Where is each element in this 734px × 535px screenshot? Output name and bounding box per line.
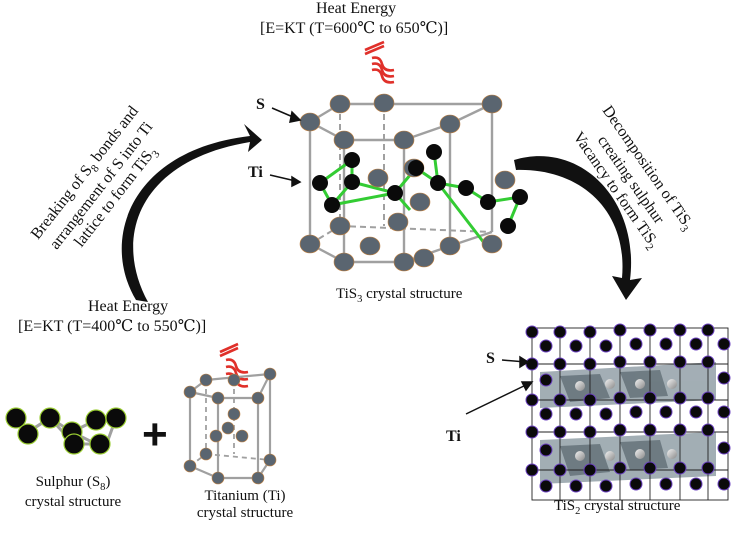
bottom-heat-formula: [E=KT (T=400℃ to 550℃)] [18,318,207,335]
top-heat-title: Heat Energy [316,0,397,17]
tis3-crystal [269,93,528,272]
sulphur-s8-structure [5,407,127,455]
sulphur-caption: Sulphur (S8) crystal structure [24,474,122,511]
heat-icon-top [364,40,395,84]
tis3-ti-label: Ti [248,164,263,181]
tis2-crystal [465,323,731,501]
bottom-heat-title: Heat Energy [88,298,169,315]
tis2-ti-label: Ti [446,428,461,445]
tis3-s-label: S [256,96,265,113]
titanium-structure [183,367,277,485]
tis2-s-label: S [486,350,495,367]
top-heat-formula: [E=KT (T=600℃ to 650℃)] [260,20,449,37]
arrow-left-curved [121,124,262,302]
arrow-right-curved [514,156,642,300]
titanium-caption: Titanium (Ti) crystal structure [196,488,294,522]
tis3-caption: TiS3 crystal structure [336,286,463,305]
plus-sign: + [142,410,168,459]
tis2-caption: TiS2 crystal structure [554,498,681,517]
